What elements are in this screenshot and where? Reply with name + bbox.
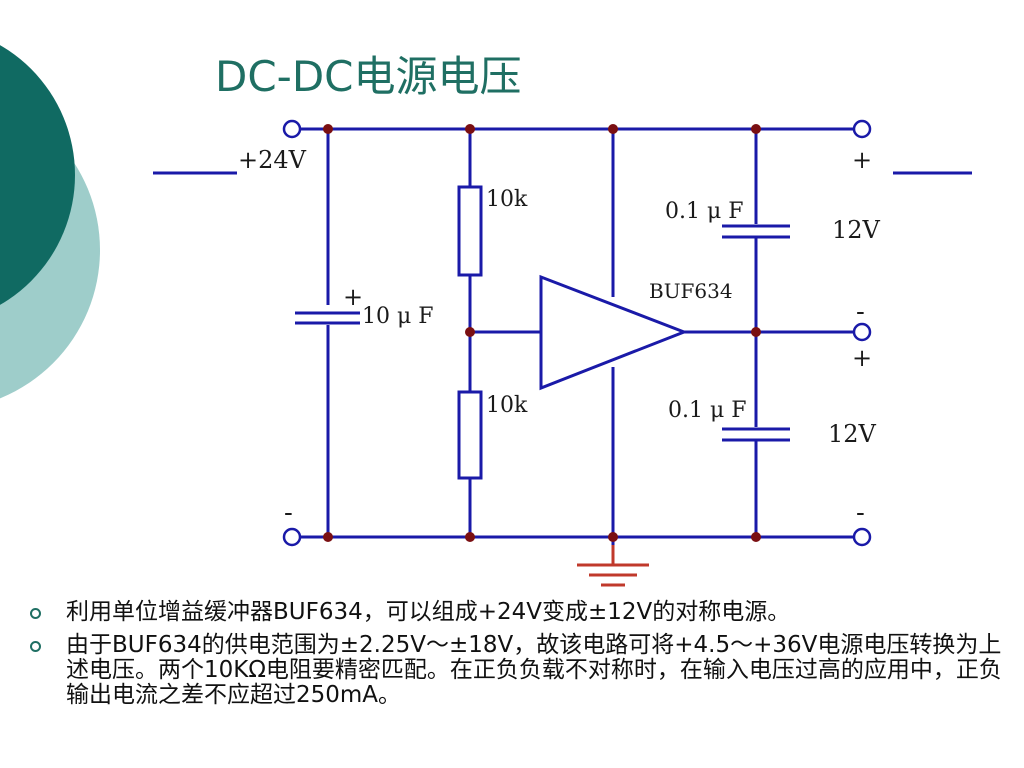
node: [751, 124, 761, 134]
terminal-out-mid: [852, 322, 872, 342]
bullet-text: 利用单位增益缓冲器BUF634，可以组成+24V变成±12V的对称电源。: [66, 599, 791, 625]
terminal-in-minus: [282, 527, 302, 547]
out-minus-mid: -: [856, 297, 865, 327]
node: [465, 532, 475, 542]
capacitor-input-label: 10 μ F: [362, 304, 434, 329]
bullet-icon: [30, 641, 41, 652]
bullet-text: 由于BUF634的供电范围为±2.25V～±18V，故该电路可将+4.5～+36…: [66, 632, 1002, 708]
output-top-voltage: 12V: [832, 216, 881, 244]
node: [751, 532, 761, 542]
node: [608, 124, 618, 134]
capacitor-top-label: 0.1 μ F: [665, 199, 744, 224]
ground-symbol: [577, 545, 649, 587]
page-title: DC-DC电源电压: [215, 52, 522, 101]
capacitor-input-plus: +: [343, 283, 363, 311]
out-plus-top: +: [852, 146, 872, 174]
buffer-amplifier: [539, 274, 689, 391]
in-minus: -: [284, 498, 293, 528]
terminal-in-plus: [282, 119, 302, 139]
node: [323, 532, 333, 542]
terminal-out-bottom: [852, 527, 872, 547]
capacitor-input: [295, 311, 360, 325]
node: [751, 327, 761, 337]
output-bottom-voltage: 12V: [828, 420, 877, 448]
capacitor-bottom-label: 0.1 μ F: [668, 398, 747, 423]
nodes: [323, 124, 761, 542]
node: [608, 532, 618, 542]
node: [323, 124, 333, 134]
out-minus-bottom: -: [856, 498, 865, 528]
resistor-bottom-label: 10k: [486, 393, 528, 418]
bullet-icon: [30, 608, 41, 619]
buffer-label: BUF634: [649, 279, 733, 303]
circuit-diagram: +24V + 10 μ F 10k 10k BUF634 0.1 μ F 0.1…: [0, 45, 972, 587]
node: [465, 124, 475, 134]
terminals: [282, 119, 872, 547]
resistor-top-label: 10k: [486, 187, 528, 212]
bullet-list: 利用单位增益缓冲器BUF634，可以组成+24V变成±12V的对称电源。 由于B…: [30, 600, 1015, 716]
resistor-top: [457, 185, 483, 277]
capacitor-bottom: [722, 427, 790, 442]
input-voltage-label: +24V: [238, 146, 307, 174]
out-plus-mid: +: [852, 344, 872, 372]
list-item: 由于BUF634的供电范围为±2.25V～±18V，故该电路可将+4.5～+36…: [30, 633, 1015, 708]
node: [465, 327, 475, 337]
list-item: 利用单位增益缓冲器BUF634，可以组成+24V变成±12V的对称电源。: [30, 600, 1015, 625]
resistor-bottom: [457, 390, 483, 480]
decor-circle-dark: [0, 45, 75, 305]
terminal-out-top: [852, 119, 872, 139]
capacitor-top: [722, 224, 790, 239]
